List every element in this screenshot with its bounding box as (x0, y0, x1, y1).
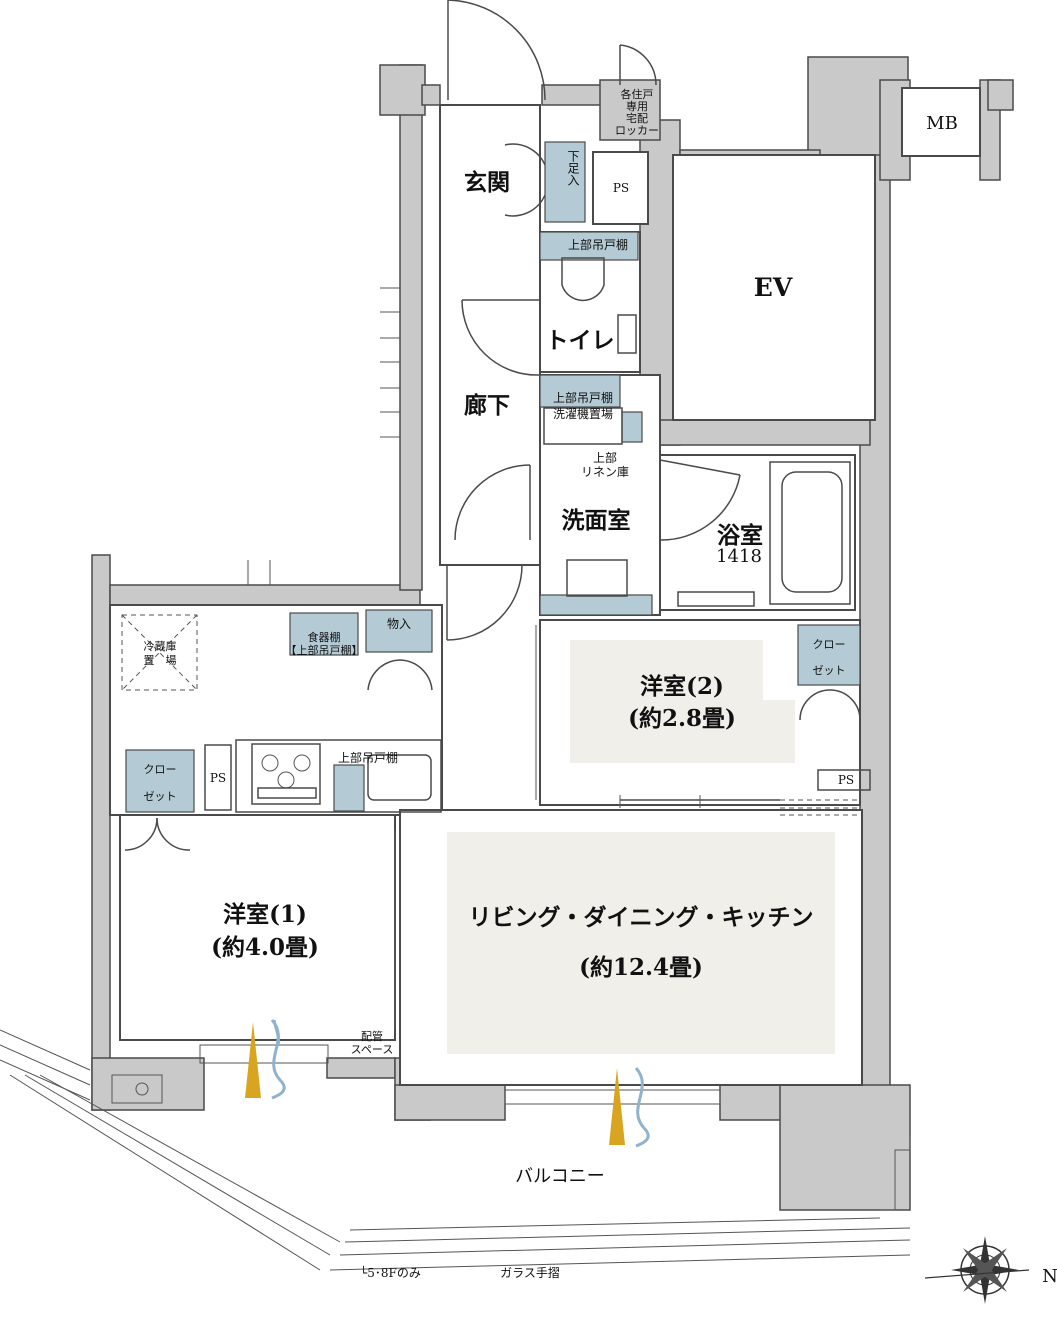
doors (124, 0, 861, 1105)
compass-rose (924, 1236, 1030, 1304)
label-pantry-upper: 【上部吊戸棚】 (286, 643, 363, 657)
label-corridor: 廊下 (464, 392, 510, 419)
label-washer-space: 洗濯機置場 (553, 406, 613, 421)
compass-north-label: N (1042, 1266, 1057, 1287)
label-entrance: 玄関 (464, 169, 510, 196)
label-toilet-cabinet: 上部吊戸棚 (568, 237, 628, 252)
label-ldk-name: リビング・ダイニング・キッチン (469, 904, 814, 931)
label-locker-2: 専用 (626, 100, 648, 113)
storage-units (125, 141, 861, 813)
ventilation-markers (245, 1018, 650, 1148)
labels: 玄関 トイレ 廊下 洗面室 浴室 1418 洋室(2) (約2.8畳) 洋室(1… (144, 87, 1057, 1287)
label-room1-size: (約4.0畳) (211, 934, 319, 961)
room-areas (447, 640, 835, 1054)
label-linen-top: 上部 (593, 450, 617, 465)
label-fridge-bottom: 置 場 (144, 654, 177, 667)
label-kitchen-cabinet: 上部吊戸棚 (338, 750, 398, 765)
label-storage: 物入 (387, 617, 411, 631)
label-fridge-top: 冷蔵庫 (144, 639, 177, 653)
label-room2-name: 洋室(2) (640, 673, 724, 700)
label-locker-1: 各住戸 (621, 87, 654, 101)
label-closet1-bottom: ゼット (144, 790, 177, 803)
label-ps-entrance: PS (613, 181, 629, 195)
label-closet2-top: クロー (813, 638, 846, 651)
label-closet1-top: クロー (144, 763, 177, 776)
label-shoe-box: 下足入 (566, 150, 580, 186)
label-balcony: バルコニー (515, 1166, 605, 1187)
label-ps-room2: PS (838, 773, 854, 787)
label-laundry-cabinet: 上部吊戸棚 (553, 390, 613, 405)
label-glass-rail: ガラス手摺 (500, 1265, 560, 1280)
label-washroom: 洗面室 (562, 507, 631, 534)
exterior-lines (0, 287, 911, 1271)
label-ev: EV (754, 273, 793, 302)
label-piping-top: 配管 (361, 1029, 383, 1043)
fixtures (121, 257, 871, 813)
label-closet2-bottom: ゼット (813, 664, 846, 677)
label-toilet: トイレ (546, 327, 615, 354)
label-linen: リネン庫 (581, 465, 629, 479)
label-floors-only: └5･8Fのみ (360, 1265, 421, 1280)
label-room2-size: (約2.8畳) (628, 705, 736, 732)
label-piping-bottom: スペース (351, 1043, 394, 1056)
label-ldk-size: (約12.4畳) (579, 954, 703, 981)
label-bathroom: 浴室 (717, 522, 763, 549)
label-room1-name: 洋室(1) (223, 901, 307, 928)
label-locker-3: 宅配 (626, 111, 648, 125)
label-locker-4: ロッカー (615, 124, 659, 137)
label-ps-kitchen: PS (210, 771, 226, 785)
label-bath-size: 1418 (716, 546, 762, 567)
label-mb: MB (926, 113, 958, 134)
label-pantry: 食器棚 (308, 630, 341, 644)
